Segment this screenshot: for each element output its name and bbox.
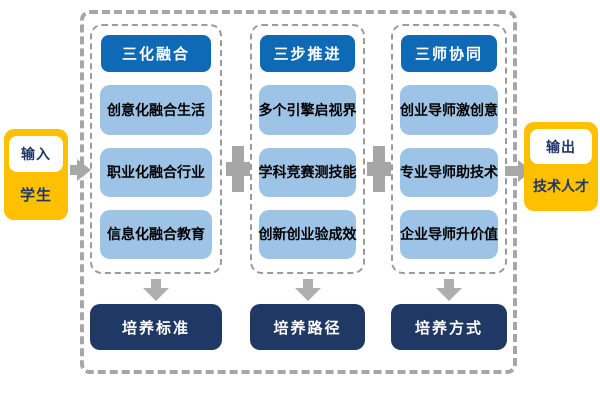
column-3-result-box: 培养方式 xyxy=(391,304,507,350)
column-1-item-2: 职业化融合行业 xyxy=(99,147,213,197)
input-box: 输入 学生 xyxy=(4,129,68,220)
arrow-shaft xyxy=(151,279,161,288)
column-sanbu-tuijin: 三步推进 多个引擎启视界 学科竞赛测技能 创新创业验成效 培养路径 xyxy=(250,24,365,350)
arrow-head xyxy=(77,159,91,181)
arrow-shaft xyxy=(505,166,518,176)
column-1-item-3: 信息化融合教育 xyxy=(99,209,213,259)
plus-icon xyxy=(226,146,250,192)
arrow-shaft xyxy=(70,165,77,175)
column-3-dotted-group: 三师协同 创业导师激创意 专业导师助技术 企业导师升价值 xyxy=(391,24,507,274)
column-3-item-3: 企业导师升价值 xyxy=(399,209,499,259)
arrow-head xyxy=(294,288,321,301)
column-1-result-box: 培养标准 xyxy=(90,304,222,350)
down-arrow-icon xyxy=(143,279,169,301)
column-3-item-2: 专业导师助技术 xyxy=(399,147,499,197)
input-label: 学生 xyxy=(19,185,52,204)
arrow-shaft xyxy=(302,279,313,288)
column-3-item-1: 创业导师激创意 xyxy=(399,85,499,135)
output-box: 输出 技术人才 xyxy=(524,122,598,211)
arrow-head xyxy=(143,288,169,301)
column-2-item-1: 多个引擎启视界 xyxy=(259,85,357,135)
system-boundary-dashed-border xyxy=(80,10,517,374)
output-tag: 输出 xyxy=(530,129,592,164)
column-sanhua-ronghe: 三化融合 创意化融合生活 职业化融合行业 信息化融合教育 培养标准 xyxy=(90,24,222,350)
plus-icon xyxy=(367,146,391,192)
column-1-dotted-group: 三化融合 创意化融合生活 职业化融合行业 信息化融合教育 xyxy=(90,24,222,274)
arrow-head xyxy=(436,288,462,301)
column-2-dotted-group: 三步推进 多个引擎启视界 学科竞赛测技能 创新创业验成效 xyxy=(250,24,365,274)
column-sanshi-xietong: 三师协同 创业导师激创意 专业导师助技术 企业导师升价值 培养方式 xyxy=(391,24,507,350)
column-1-header: 三化融合 xyxy=(100,35,212,73)
column-2-header: 三步推进 xyxy=(259,35,356,73)
down-arrow-icon xyxy=(294,279,321,301)
output-label: 技术人才 xyxy=(533,178,589,195)
input-arrow-icon xyxy=(70,159,91,181)
arrow-shaft xyxy=(444,279,454,288)
column-1-item-1: 创意化融合生活 xyxy=(99,85,213,135)
down-arrow-icon xyxy=(436,279,462,301)
input-tag: 输入 xyxy=(9,136,63,172)
column-3-header: 三师协同 xyxy=(400,35,498,73)
column-2-item-3: 创新创业验成效 xyxy=(259,209,357,259)
column-2-result-box: 培养路径 xyxy=(250,304,365,350)
column-2-item-2: 学科竞赛测技能 xyxy=(259,147,357,197)
